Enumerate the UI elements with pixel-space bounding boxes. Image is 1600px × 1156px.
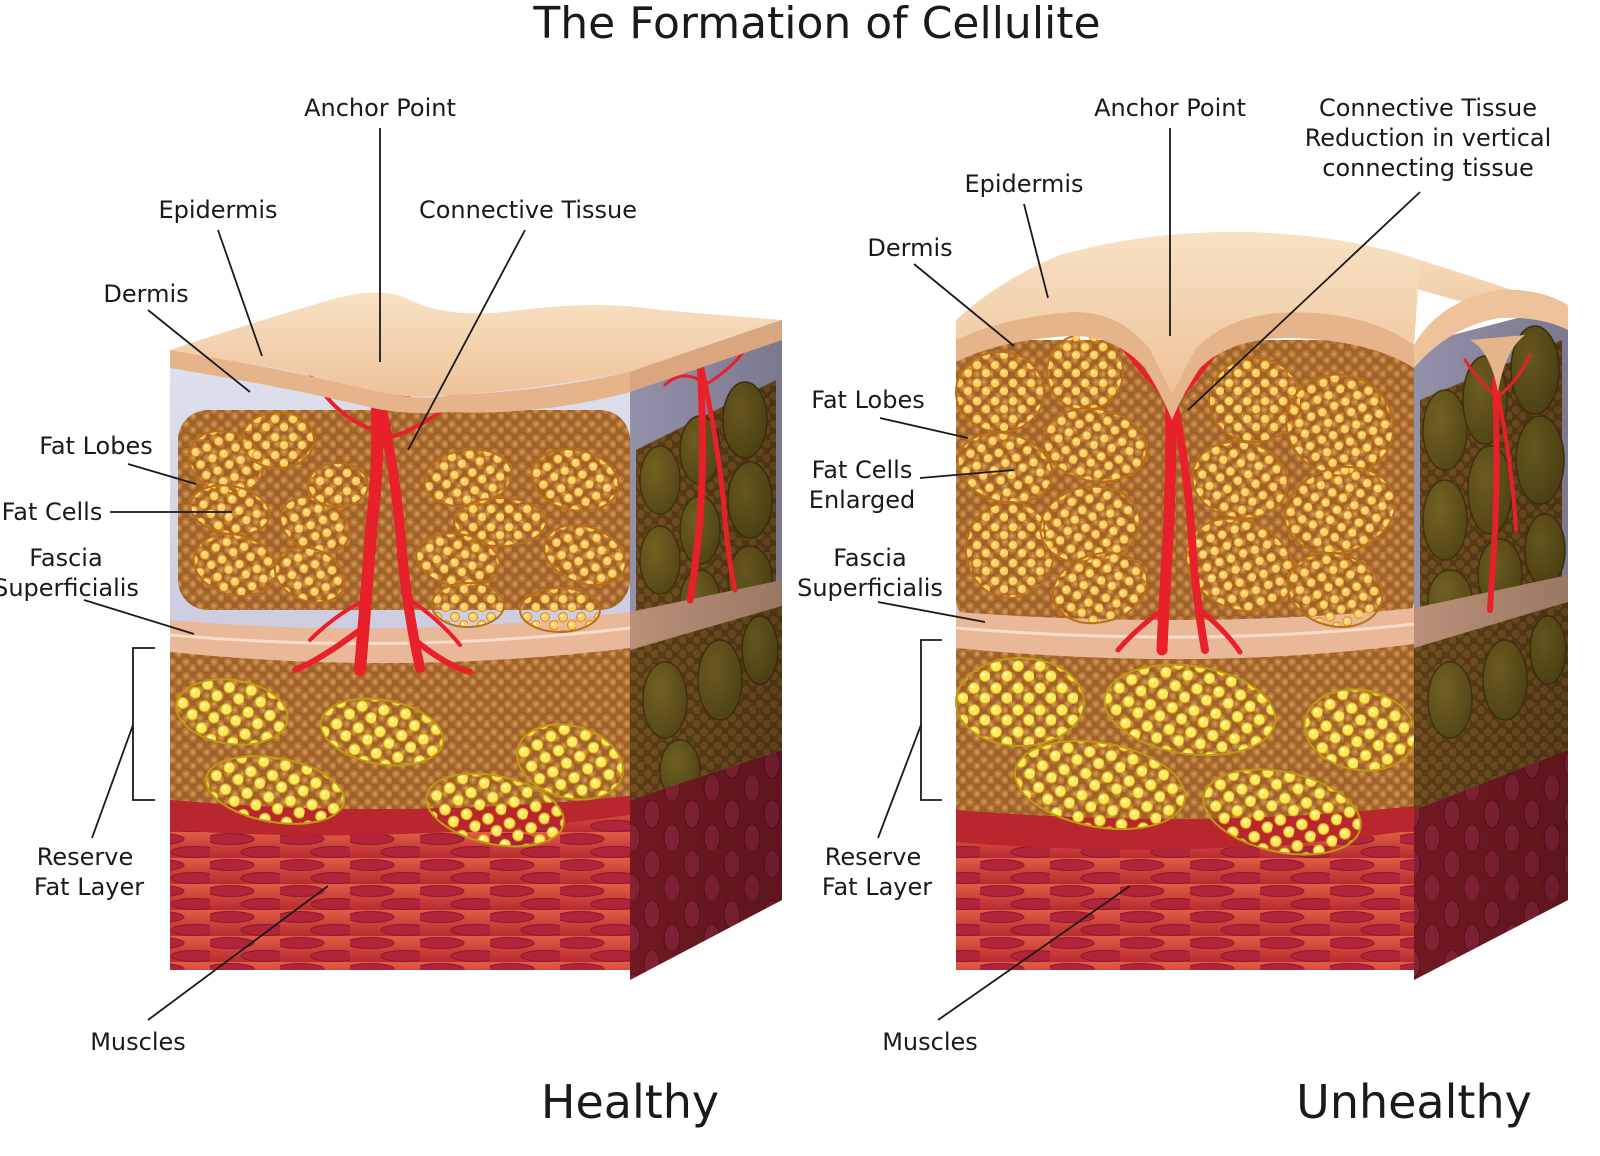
healthy-reserve-fat bbox=[175, 678, 624, 848]
leader-fat-lobes-healthy bbox=[127, 463, 197, 485]
leader-epidermis-healthy bbox=[217, 229, 263, 357]
unhealthy-reserve-fat bbox=[955, 657, 1417, 856]
leader-reserve-unhealthy bbox=[877, 724, 922, 839]
leader-reserve-healthy bbox=[91, 724, 134, 839]
label-fascia-unhealthy-line1: Fascia bbox=[833, 544, 906, 572]
leader-dermis-healthy bbox=[147, 309, 251, 393]
leader-epidermis-unhealthy bbox=[1023, 203, 1049, 299]
unhealthy-fat-lobes bbox=[955, 333, 1397, 628]
label-muscles-unhealthy: Muscles bbox=[882, 1028, 978, 1056]
label-epidermis-unhealthy: Epidermis bbox=[964, 170, 1083, 198]
leader-muscles-healthy bbox=[147, 885, 329, 1021]
caption-healthy: Healthy bbox=[541, 1075, 719, 1129]
label-reserve-healthy-line2: Fat Layer bbox=[34, 873, 144, 901]
label-reserve-healthy-line1: Reserve bbox=[37, 843, 133, 871]
label-anchor-point-unhealthy: Anchor Point bbox=[1094, 94, 1246, 122]
caption-unhealthy: Unhealthy bbox=[1296, 1075, 1532, 1129]
label-connective-unhealthy-line2: Reduction in vertical bbox=[1305, 124, 1552, 152]
label-fat-lobes-healthy: Fat Lobes bbox=[39, 432, 152, 460]
leader-fascia-healthy bbox=[83, 599, 195, 635]
diagram-title: The Formation of Cellulite bbox=[532, 0, 1100, 49]
label-reserve-unhealthy-line2: Fat Layer bbox=[822, 873, 932, 901]
unhealthy-side-face bbox=[1414, 289, 1568, 980]
label-connective-unhealthy-line1: Connective Tissue bbox=[1319, 94, 1537, 122]
unhealthy-block bbox=[955, 231, 1568, 980]
label-fat-cells-unhealthy-line2: Enlarged bbox=[809, 486, 915, 514]
healthy-side-face bbox=[630, 320, 782, 980]
leader-dermis-unhealthy bbox=[913, 263, 1015, 347]
label-epidermis-healthy: Epidermis bbox=[158, 196, 277, 224]
label-fascia-healthy-line2: Superficialis bbox=[0, 574, 139, 602]
leader-fascia-unhealthy bbox=[877, 601, 986, 623]
leader-connective-tissue-healthy bbox=[407, 229, 526, 451]
bracket-reserve-healthy bbox=[132, 647, 155, 801]
leader-fat-lobes-unhealthy bbox=[879, 417, 969, 439]
healthy-block bbox=[170, 292, 782, 980]
leader-connective-tissue-unhealthy bbox=[1187, 191, 1421, 411]
leader-muscles-unhealthy bbox=[937, 885, 1131, 1021]
healthy-fat-lobes bbox=[187, 411, 627, 633]
label-anchor-point-healthy: Anchor Point bbox=[304, 94, 456, 122]
bracket-reserve-unhealthy bbox=[920, 639, 942, 801]
label-fascia-healthy-line1: Fascia bbox=[29, 544, 102, 572]
leader-lines bbox=[83, 128, 1421, 1021]
label-dermis-unhealthy: Dermis bbox=[867, 234, 952, 262]
leader-fat-cells-unhealthy bbox=[919, 469, 1015, 479]
label-reserve-unhealthy-line1: Reserve bbox=[825, 843, 921, 871]
label-fat-lobes-unhealthy: Fat Lobes bbox=[811, 386, 924, 414]
label-connective-tissue-healthy: Connective Tissue bbox=[419, 196, 637, 224]
label-dermis-healthy: Dermis bbox=[103, 280, 188, 308]
label-muscles-healthy: Muscles bbox=[90, 1028, 186, 1056]
label-fat-cells-unhealthy-line1: Fat Cells bbox=[812, 456, 913, 484]
label-fat-cells-healthy: Fat Cells bbox=[2, 498, 103, 526]
label-connective-unhealthy-line3: connecting tissue bbox=[1322, 154, 1533, 182]
label-fascia-unhealthy-line2: Superficialis bbox=[797, 574, 943, 602]
